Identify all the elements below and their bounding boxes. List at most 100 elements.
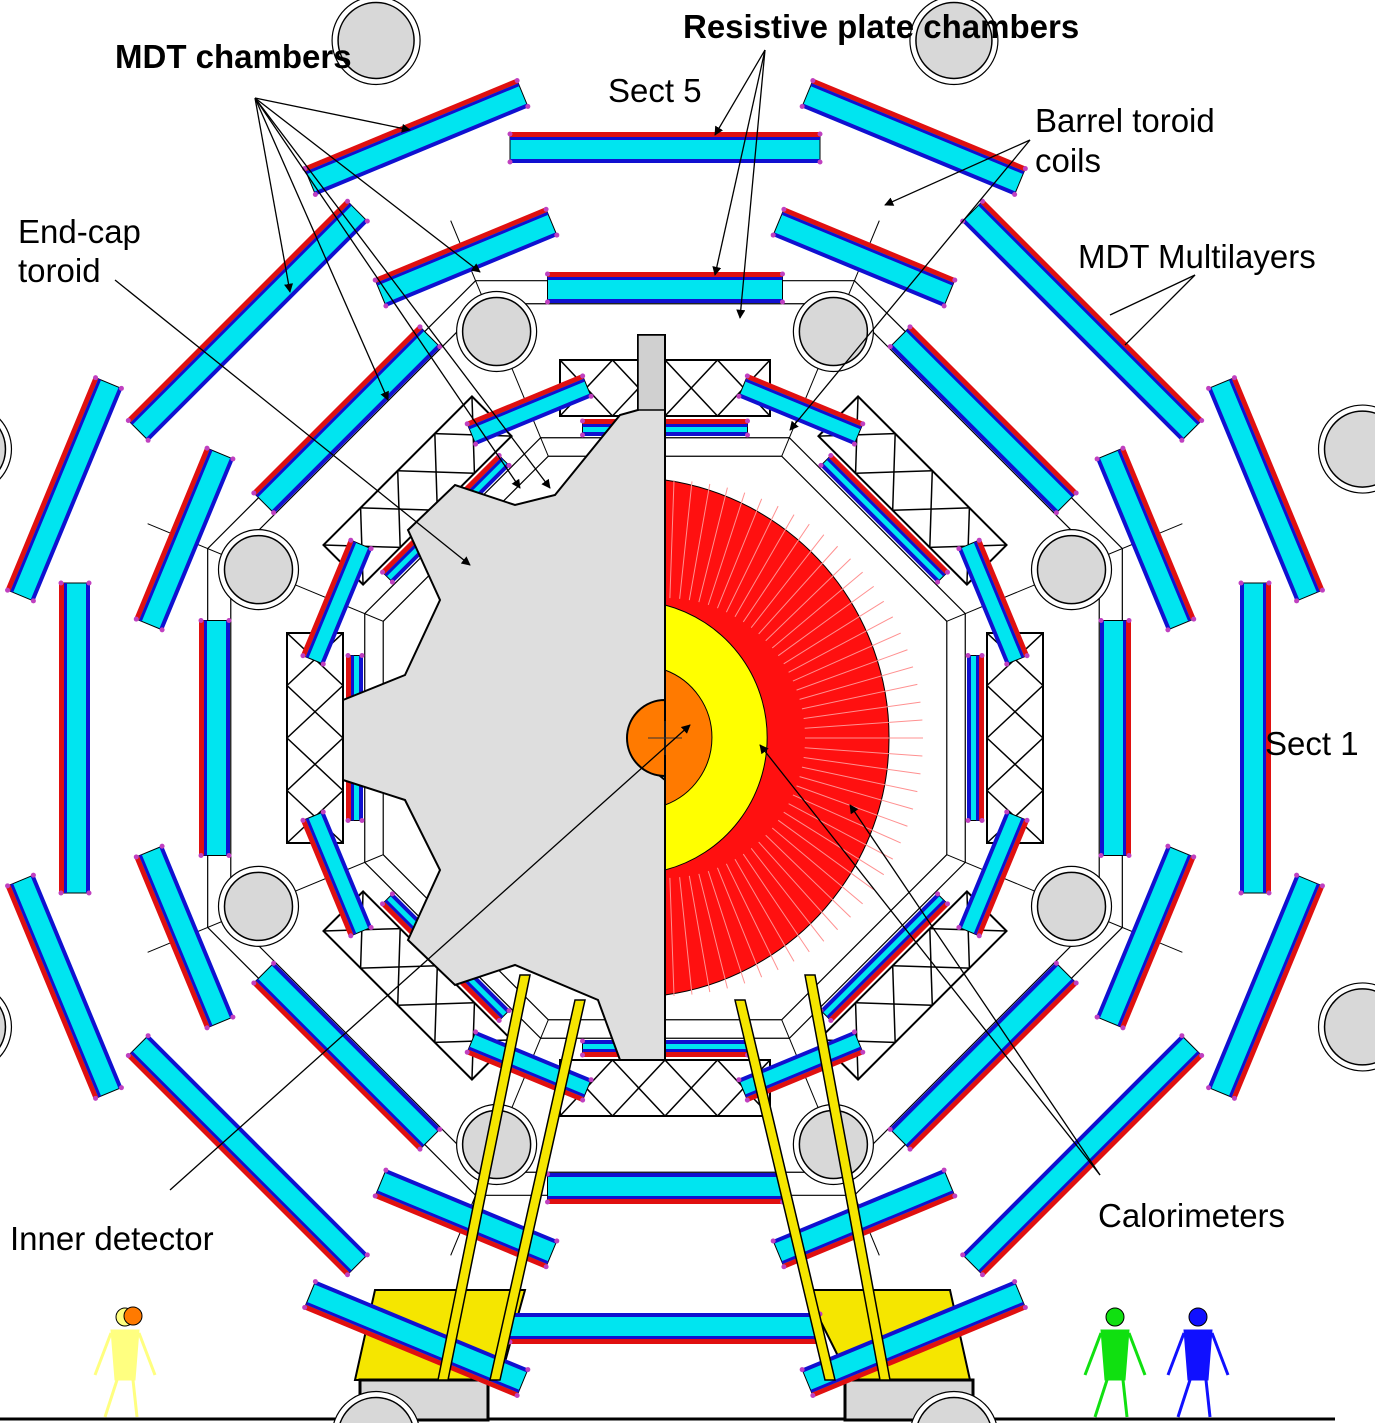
mdt-chamber [372,206,560,309]
toroid-coil [339,1396,413,1423]
label-sect-5: Sect 5 [608,72,702,109]
inner-detector-shape [626,698,682,778]
mdt-chamber [125,1033,370,1278]
label-mdt-chambers: MDT chambers [115,38,352,75]
rpc-strip [301,819,354,937]
rpc-strip [510,1339,820,1344]
mdt-chamber [799,78,1028,197]
rpc-strip [466,374,584,427]
mdt-chamber [251,960,443,1152]
mdt-chamber [1206,872,1325,1101]
mdt-chamber [736,373,866,447]
toroid-coil [1323,988,1375,1066]
rpc-strip [828,901,949,1022]
muon-chambers [5,78,1325,1398]
rpc-strip [1231,884,1325,1100]
person-yellow [93,1307,157,1418]
label-resistive-plate-chambers: Resistive plate chambers [683,8,1079,45]
rpc-strip [1231,376,1325,592]
mdt-chamber [507,1311,823,1345]
rpc-strip [907,980,1078,1151]
rpc-strip [134,855,210,1029]
rpc-strip [374,207,548,283]
mdt-chamber [133,843,236,1031]
rpc-strip [126,1053,350,1277]
rpc-strip [976,819,1029,937]
toroid-coil [223,871,294,942]
rpc-strip [5,884,99,1100]
rpc-strip [301,539,354,657]
rpc-strip [746,374,864,427]
mdt-chamber [1206,375,1325,604]
person-blue [1166,1307,1230,1418]
mdt-chamber [133,445,236,633]
rpc-strip [5,376,99,592]
truss-frame [986,632,1044,844]
toroid-coil [0,1005,7,1048]
rpc-strip [1120,447,1196,621]
people-scale-figures [93,1306,1230,1418]
mdt-chamber [799,1279,1028,1398]
mdt-chamber [1094,843,1197,1031]
mdt-chamber [372,1167,560,1270]
rpc-strip [510,132,820,137]
toroid-coil [1036,534,1107,605]
mdt-chamber [300,537,374,667]
toroid-coil [337,1,415,80]
label-inner-detector: Inner detector [10,1220,214,1257]
rpc-strip [976,539,1029,657]
rpc-strip [134,447,210,621]
rpc-strip [782,1193,956,1269]
mdt-chamber [545,1171,785,1205]
mdt-chamber [770,206,958,309]
toroid-coil [915,1,993,80]
rpc-strip [59,583,64,893]
mdt-chamber [1094,445,1197,633]
rpc-strip [828,454,949,575]
rpc-strip [980,199,1204,423]
rpc-strip [1126,620,1131,856]
mdt-chamber [300,809,374,939]
rpc-strip [252,980,423,1151]
mdt-chamber [1238,580,1272,896]
truss-frame [559,1059,771,1117]
rpc-strip [907,325,1078,496]
mdt-chamber [302,78,531,197]
mdt-chamber [545,271,785,305]
rpc-strip [746,1049,864,1102]
toroid-coil [1036,871,1107,942]
mdt-chamber [302,1279,531,1398]
mdt-chamber [125,198,370,443]
rpc-strip [1120,855,1196,1029]
mdt-chamber [507,131,823,165]
toroid-coil [223,534,294,605]
mdt-chamber [960,198,1205,443]
mdt-chamber [58,580,92,896]
rpc-strip [1266,583,1271,893]
rpc-strip [374,1193,548,1269]
yellow-support-legs [437,974,891,1381]
mdt-chamber [887,960,1079,1152]
mdt-chamber [5,872,124,1101]
mdt-chamber [818,453,950,585]
toroid-coil [798,296,869,367]
label-end-cap-line1: End-cap [18,213,141,250]
rpc-strip [303,78,519,172]
mdt-chamber [956,809,1030,939]
label-barrel-toroid-line1: Barrel toroid [1035,102,1215,139]
leader-lines [114,49,1196,1191]
truss-frame [286,632,344,844]
toroid-coil [1323,410,1375,488]
rpc-strip [126,199,350,423]
label-calorimeters: Calorimeters [1098,1197,1285,1234]
mdt-chamber [1098,618,1132,858]
mdt-chamber [198,618,232,858]
mdt-chamber [887,324,1079,516]
rpc-strip [303,1304,519,1398]
rpc-strip [811,78,1027,172]
rpc-strip [547,272,783,277]
label-end-cap-line2: toroid [18,252,101,289]
mdt-chamber [960,1033,1205,1278]
label-sect-1: Sect 1 [1265,725,1359,762]
